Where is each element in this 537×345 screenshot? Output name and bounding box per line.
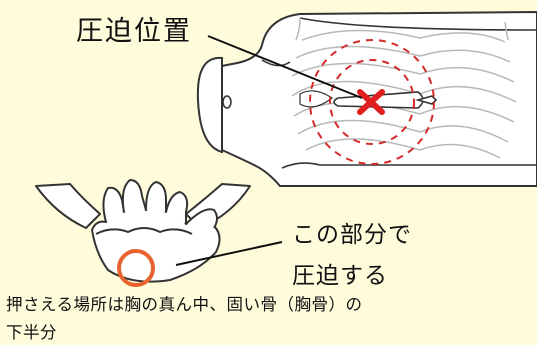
instruction-caption: 押さえる場所は胸の真ん中、固い骨（胸骨）の 下半分 <box>6 291 537 345</box>
hand-part-label-line1: この部分で <box>292 215 412 249</box>
compression-position-label: 圧迫位置 <box>76 9 192 48</box>
hands-figure <box>36 180 250 285</box>
caption-line2: 下半分 <box>6 323 57 342</box>
caption-line1: 押さえる場所は胸の真ん中、固い骨（胸骨）の <box>6 295 363 314</box>
finger-3 <box>146 182 166 212</box>
head-outline <box>198 58 222 152</box>
hand-part-label-line2: 圧迫する <box>292 256 388 290</box>
finger-2 <box>123 180 146 212</box>
left-forearm <box>36 184 100 228</box>
